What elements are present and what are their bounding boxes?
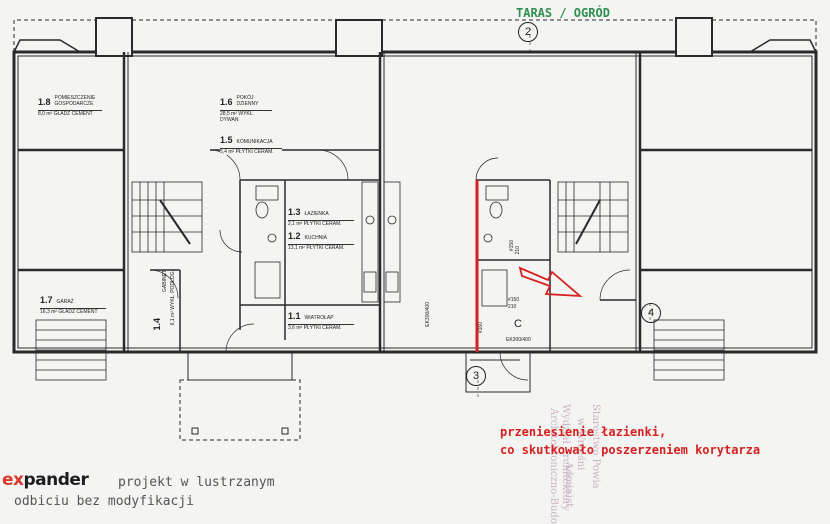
- stamp-text: Administ: [563, 462, 574, 508]
- relocation-note-line1: przeniesienie łazienki,: [500, 425, 667, 439]
- room-area-finish: 28,5 m² WYKŁ. DYWAN: [220, 110, 272, 123]
- axis-4-marker: 4: [641, 303, 661, 323]
- interior-walls: [18, 52, 812, 352]
- room-name: GARAŻ: [56, 299, 74, 305]
- stamp-text: Architektoniczno-Budo: [548, 408, 559, 524]
- room-name: KUCHNIA: [304, 235, 328, 241]
- room-number: 1.3: [288, 207, 301, 217]
- stamp-text: Starostwo Powia: [590, 404, 601, 489]
- axis-2-marker: 2: [518, 22, 538, 42]
- stamp-text: Wydział Architektury: [560, 404, 571, 512]
- axis-3-marker: 3: [466, 366, 486, 386]
- room-area-finish: 13,1 m² PŁYTKI CERAM.: [288, 244, 354, 251]
- room-label-1-4-area: 6,1 m² WYKŁ. PODŁOG.: [170, 270, 176, 326]
- stairs-right: [557, 181, 629, 253]
- stairs-left: [131, 181, 203, 253]
- outer-walls: [12, 17, 818, 354]
- dimension-label: 210: [508, 304, 517, 310]
- mirror-note-line2: odbiciu bez modyfikacji: [14, 494, 195, 509]
- dimension-label: C: [514, 318, 522, 330]
- room-area-finish: 2,1 m² PŁYTKI CERAM.: [288, 220, 354, 227]
- room-number: 1.7: [40, 295, 53, 305]
- room-number: 1.8: [38, 97, 51, 107]
- room-name: ŁAZIENKA: [304, 211, 329, 217]
- room-area-finish: 5,4 m² PŁYTKI CERAM.: [220, 148, 282, 155]
- room-name: POMIESZCZENIE GOSPODARCZE: [54, 95, 96, 107]
- room-name: WIATROŁAP: [304, 315, 334, 321]
- room-label-1-4-name: GABINET: [162, 270, 168, 292]
- room-area-finish: 8,0 m² GŁADŹ CEMENT: [38, 110, 102, 117]
- room-number: 1.6: [220, 97, 233, 107]
- room-name: POKÓJ DZIENNY: [236, 95, 259, 107]
- kitchen-fixtures: [254, 181, 509, 307]
- dimension-label: #160: [478, 322, 484, 334]
- room-label-1-4-number: 1.4: [152, 318, 162, 331]
- dimension-label: EK300/400: [506, 337, 531, 343]
- dimension-label: #150: [508, 297, 520, 303]
- room-number: 1.1: [288, 311, 301, 321]
- mirror-note-line1: projekt w lustrzanym: [118, 475, 275, 490]
- relocation-note-line2: co skutkowało poszerzeniem korytarza: [500, 443, 761, 457]
- expander-logo: expander: [2, 470, 89, 490]
- room-number: 1.2: [288, 231, 301, 241]
- room-area-finish: 16,3 m² GŁADŹ CEMENT: [40, 308, 106, 315]
- stamp-text: w Wrześni: [575, 418, 586, 471]
- dimension-label: EK300/400: [425, 302, 431, 327]
- room-area-finish: 3,6 m² PŁYTKI CERAM.: [288, 324, 354, 331]
- room-number: 1.5: [220, 135, 233, 145]
- dimension-label: 210: [515, 246, 521, 255]
- garage-doors: [35, 319, 725, 381]
- relocation-arrow: [518, 266, 583, 298]
- axis-lines: [477, 28, 651, 400]
- terrace-garden-label: TARAS / OGRÓD: [516, 6, 610, 20]
- door-swings: [149, 149, 631, 381]
- room-name: KOMUNIKACJA: [236, 139, 273, 145]
